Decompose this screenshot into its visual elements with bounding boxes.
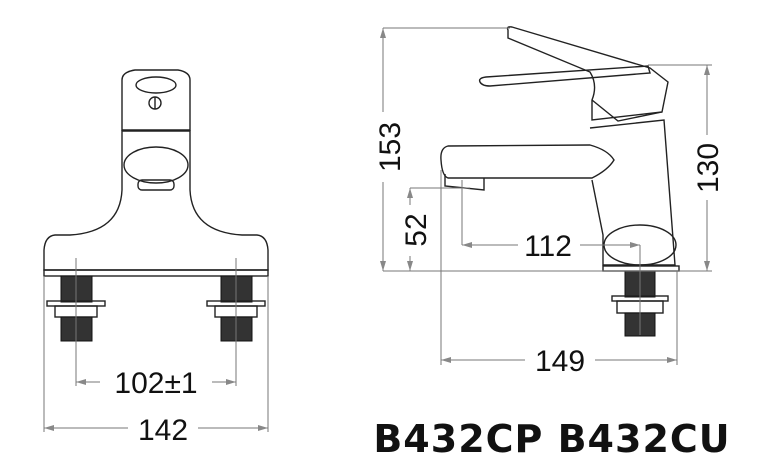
dim-inlet-spacing: 102±1 — [114, 367, 197, 400]
side-view: 153 130 52 112 149 — [374, 26, 725, 378]
front-handle — [121, 69, 191, 131]
side-spout — [440, 144, 615, 179]
side-base-plate — [602, 265, 680, 272]
dim-spout-clearance: 52 — [400, 213, 433, 246]
dim-total-height: 153 — [374, 122, 407, 172]
front-view: 102±1 142 — [43, 69, 269, 447]
dim-total-depth: 149 — [535, 345, 585, 378]
front-body — [43, 130, 269, 271]
dim-spout-reach: 112 — [524, 230, 572, 263]
model-codes: B432CP B432CU — [373, 417, 730, 461]
side-body — [589, 119, 676, 266]
dim-base-width: 142 — [138, 414, 188, 447]
front-base-plate — [43, 269, 269, 277]
side-lever — [506, 26, 669, 121]
dim-body-height: 130 — [692, 143, 725, 193]
